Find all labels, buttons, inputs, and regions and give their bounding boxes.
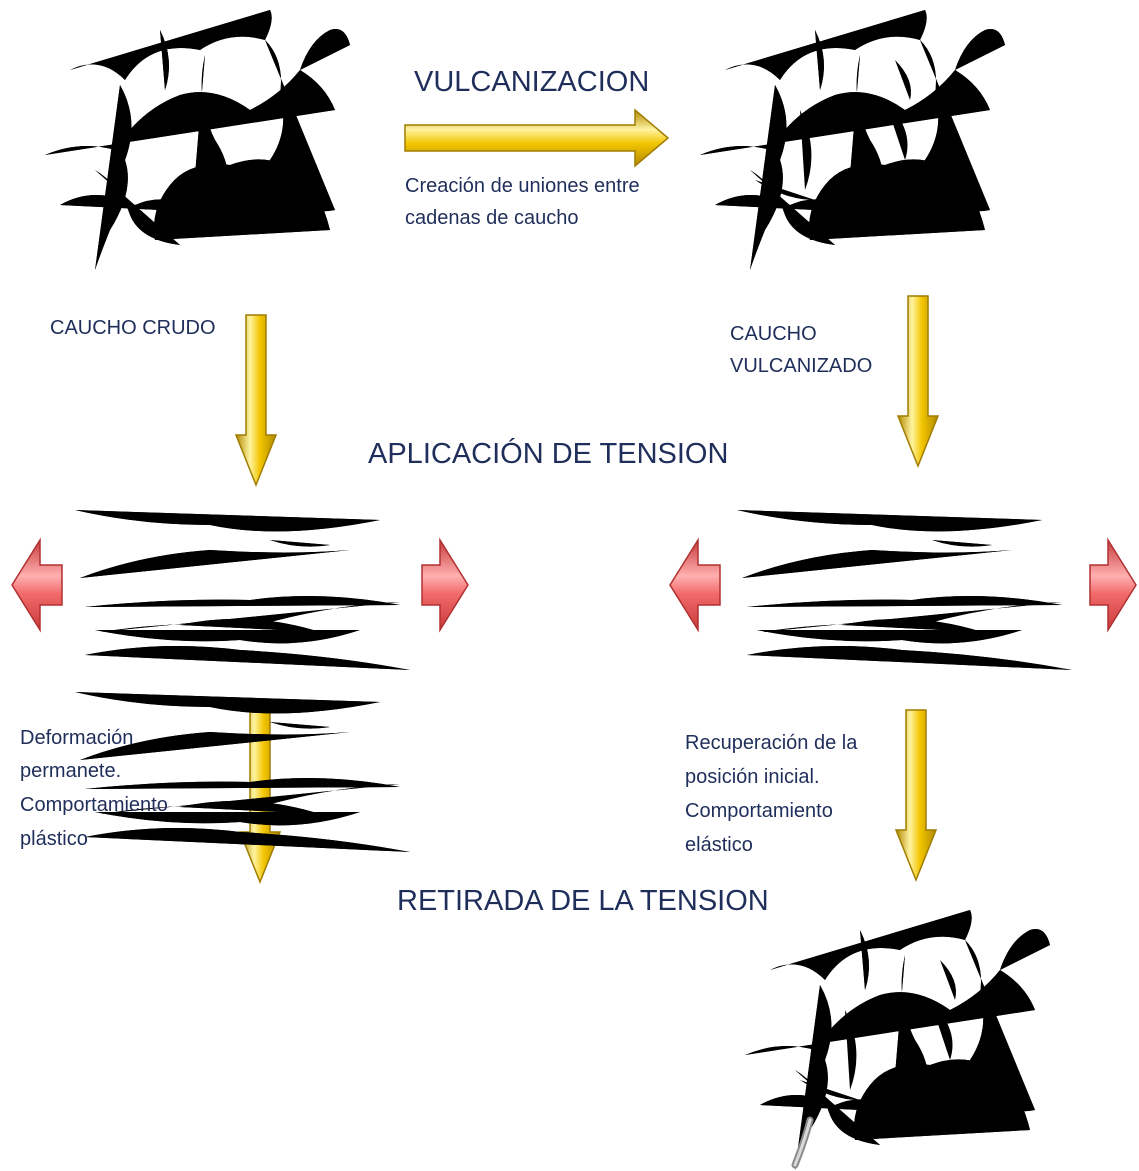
plastic-note-line2: permanete. <box>20 755 121 788</box>
pull-right-arrow-icon <box>1090 540 1136 630</box>
elastic-recovered-chains <box>745 910 1050 1170</box>
remove-tension-heading: RETIRADA DE LA TENSION <box>397 885 769 918</box>
raw-rubber-label: CAUCHO CRUDO <box>50 312 216 345</box>
crosslinks-note-line1: Creación de uniones entre <box>405 170 640 203</box>
elastic-note-line1: Recuperación de la <box>685 727 857 760</box>
arrow-down-icon <box>896 710 936 880</box>
elastic-note-line2: posición inicial. <box>685 761 820 794</box>
plastic-note-line3: Comportamiento <box>20 789 168 822</box>
pull-left-arrow-icon <box>670 540 720 630</box>
raw-rubber-stretched-chains <box>75 510 410 670</box>
vulcanized-label-line2: VULCANIZADO <box>730 350 872 383</box>
arrow-down-icon <box>898 296 938 466</box>
vulcanization-heading: VULCANIZACION <box>414 66 649 99</box>
vulcanization-arrow-icon <box>405 110 668 166</box>
vulcanized-chains <box>700 10 1005 270</box>
elastic-note-line3: Comportamiento <box>685 795 833 828</box>
plastic-note-line1: Deformación <box>20 722 133 755</box>
vulcanized-stretched-chains <box>737 510 1072 670</box>
plastic-deformed-chains <box>75 692 410 852</box>
apply-tension-heading: APLICACIÓN DE TENSION <box>368 438 728 471</box>
pull-right-arrow-icon <box>422 540 468 630</box>
elastic-note-line4: elástico <box>685 829 753 862</box>
crosslinks-note-line2: cadenas de caucho <box>405 202 578 235</box>
raw-rubber-chains <box>45 10 350 270</box>
arrow-down-icon <box>236 315 276 485</box>
plastic-note-line4: plástico <box>20 823 88 856</box>
vulcanized-label-line1: CAUCHO <box>730 318 817 351</box>
pull-left-arrow-icon <box>12 540 62 630</box>
